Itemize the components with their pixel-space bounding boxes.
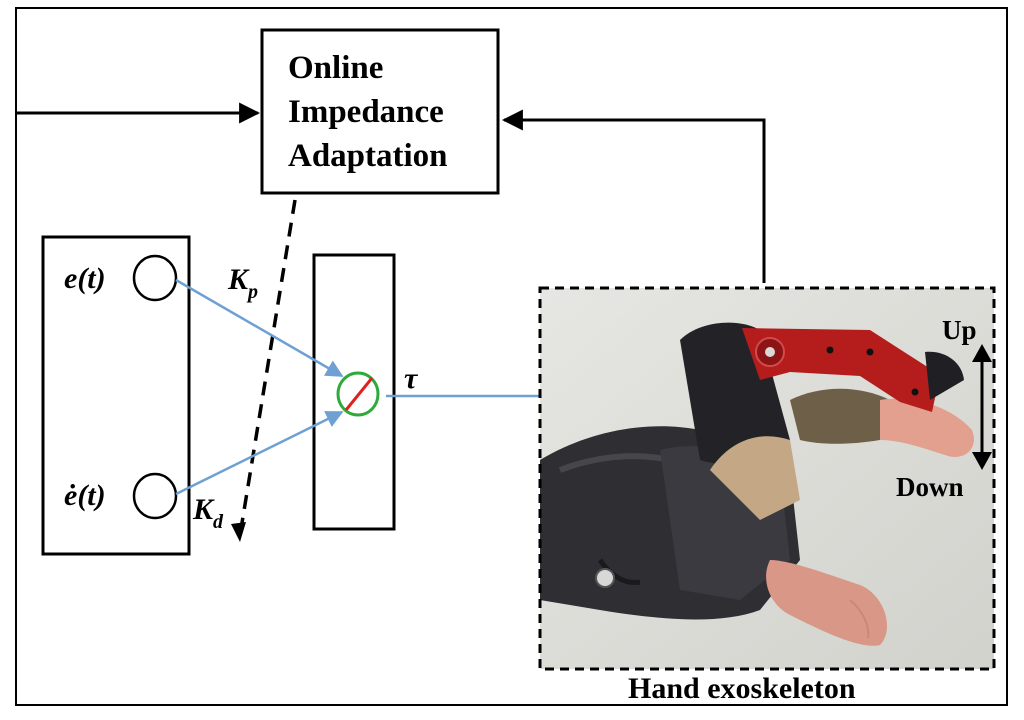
down-label: Down <box>896 472 964 502</box>
up-down-arrow-icon <box>972 344 992 470</box>
up-label: Up <box>942 315 977 345</box>
kd-label: Kd <box>192 493 224 533</box>
torque-label: τ <box>404 362 419 395</box>
exoskeleton-frame <box>538 286 996 671</box>
adaptation-line-2: Impedance <box>288 94 444 130</box>
hand-exoskeleton-photo <box>538 286 996 671</box>
adaptation-line-3: Adaptation <box>288 138 448 174</box>
feedback-arrow <box>501 109 766 283</box>
gain-adjust-arrow <box>238 199 297 536</box>
kp-label: Kp <box>227 263 258 303</box>
gain-adjust-arrowhead <box>231 522 246 542</box>
error-label: e(t) <box>64 262 106 295</box>
outer-frame <box>15 7 1008 706</box>
exoskeleton-caption: Hand exoskeleton <box>628 672 856 705</box>
error-derivative-signal-arrow <box>175 410 344 496</box>
error-derivative-node <box>132 472 178 520</box>
thumb-icon <box>766 560 888 646</box>
error-signal-arrow <box>175 278 344 378</box>
error-node <box>132 254 178 302</box>
finger-icon <box>880 398 974 458</box>
summing-junction <box>336 371 380 417</box>
error-derivative-label: ė(t) <box>64 479 106 512</box>
adaptation-box: Online Impedance Adaptation <box>260 28 500 195</box>
exoskeleton-link-icon <box>742 328 940 412</box>
adaptation-line-1: Online <box>288 50 383 86</box>
